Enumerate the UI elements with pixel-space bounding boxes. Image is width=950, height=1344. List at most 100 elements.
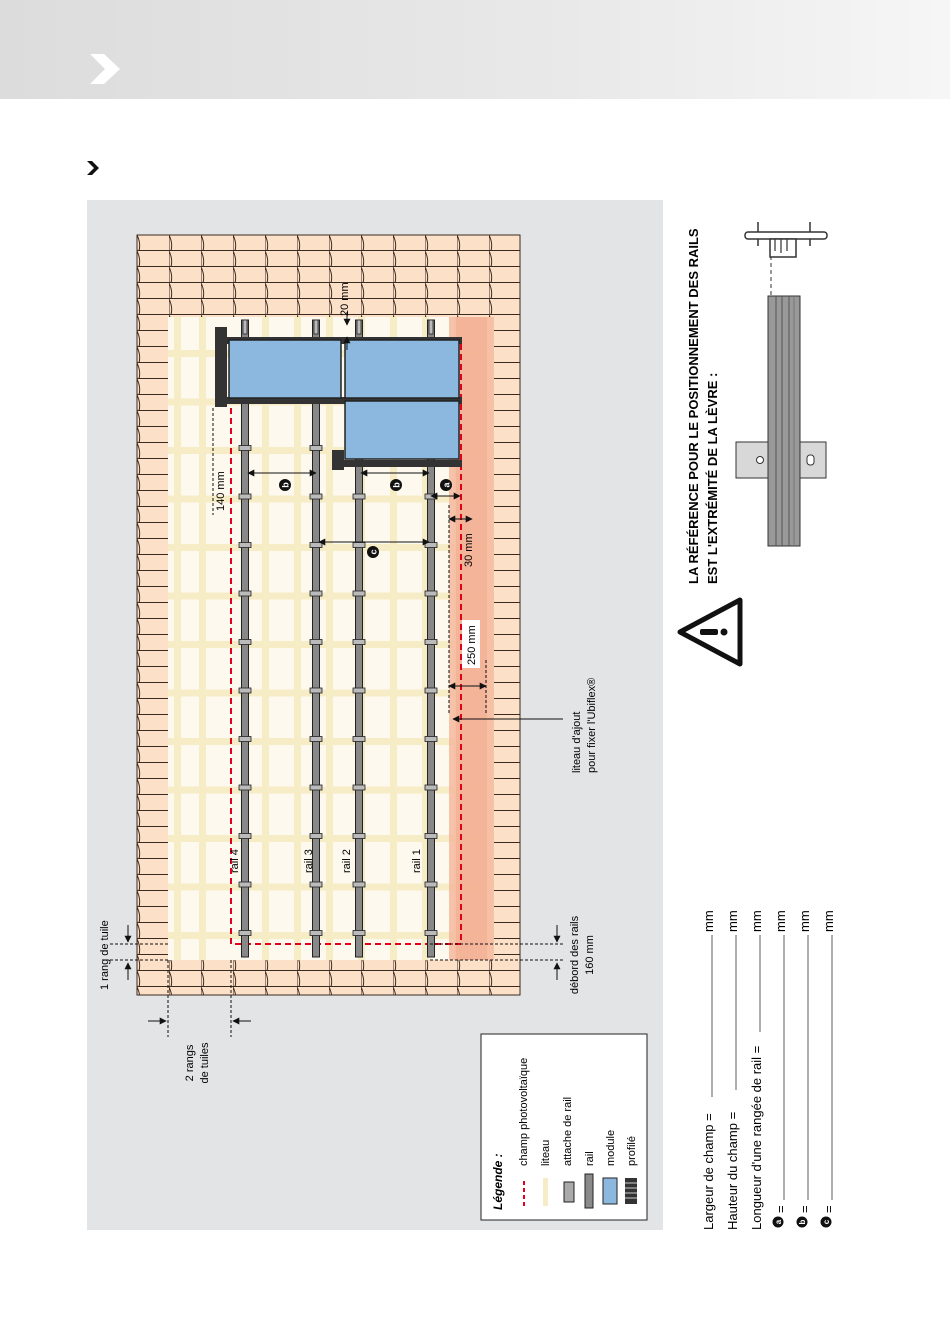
legend-item-profile: profilé — [626, 1136, 638, 1166]
rail-attachment — [238, 542, 252, 548]
chevron-right-icon — [87, 161, 99, 175]
batten — [294, 317, 301, 960]
rail-attachment — [424, 736, 438, 742]
rail-attachment — [309, 639, 323, 645]
rail-attachment — [424, 784, 438, 791]
marker-b — [390, 479, 402, 491]
batten — [168, 544, 494, 551]
rail-attachment — [238, 930, 252, 936]
rail-attachment — [238, 881, 252, 888]
form-unit: mm — [701, 910, 716, 932]
legend-swatch-module — [602, 1177, 618, 1205]
pv-module — [344, 400, 460, 460]
warning-line-2: EST L'EXTRÉMITÉ DE LA LÈVRE : — [705, 373, 720, 584]
marker-b-label: b — [392, 482, 402, 488]
batten — [390, 317, 397, 960]
profile-bar — [332, 450, 344, 470]
rail-4-label: rail 4 — [229, 849, 241, 873]
batten — [168, 592, 494, 600]
form-c-equals: = — [821, 1205, 836, 1213]
batten — [199, 317, 206, 960]
form-bullet-a-label: a — [774, 1219, 783, 1224]
extra-batten-label: pour fixer l'Ubiflex® — [586, 678, 598, 773]
legend-swatch-profile — [625, 1178, 637, 1204]
dimension-label-bg — [462, 620, 480, 668]
form-rail-row-label: Longueur d'une rangée de rail = — [749, 1046, 764, 1230]
warning-triangle-icon — [677, 597, 743, 667]
rail-attachment — [238, 493, 252, 500]
pv-field-outline — [230, 338, 462, 945]
rail-attachment — [352, 493, 366, 500]
form-unit: mm — [821, 910, 836, 932]
legend-item-batten: liteau — [540, 1140, 552, 1166]
rail-attachment — [352, 590, 366, 597]
marker-b — [279, 479, 291, 491]
profile-bar — [332, 460, 462, 467]
form-a-equals: = — [773, 1205, 788, 1213]
batten — [326, 317, 333, 960]
rail-attachment — [352, 639, 366, 645]
legend-swatch-attachment — [563, 1181, 575, 1203]
pv-module — [228, 339, 342, 399]
form-field-height-label: Hauteur du champ = — [725, 1112, 740, 1230]
rail-attachment — [309, 590, 323, 597]
dim-250-label: 250 mm — [466, 625, 478, 665]
marker-c-label: c — [369, 549, 379, 554]
rail-attachment — [238, 639, 252, 645]
rail-attachment — [352, 542, 366, 548]
profile-bar — [215, 327, 227, 407]
rail-attachment — [352, 736, 366, 742]
rail-attachment — [238, 784, 252, 791]
rail — [241, 319, 249, 958]
batten — [422, 317, 429, 960]
rail-attachment — [309, 542, 323, 548]
form-bullet-b-label: b — [798, 1219, 807, 1224]
form-bullet-b — [796, 1216, 808, 1228]
rail-attachment — [309, 930, 323, 936]
rail-attachment — [352, 784, 366, 791]
chevron-right-icon — [90, 54, 120, 84]
form-bullet-c — [820, 1216, 832, 1228]
rail-attachment — [309, 736, 323, 742]
profile-bar — [215, 397, 462, 404]
rail-attachment — [309, 687, 323, 694]
batten — [174, 317, 181, 960]
dim-30-label: 30 mm — [463, 533, 475, 567]
rail-attachment — [238, 736, 252, 742]
form-field-width-label: Largeur de champ = — [701, 1113, 716, 1230]
dim-20-label: 20 mm — [339, 282, 351, 316]
header-band — [0, 0, 950, 99]
rail-2-label: rail 2 — [341, 849, 353, 873]
rail-attachment — [242, 319, 248, 335]
rail-attachment — [424, 542, 438, 548]
rail-attachment — [424, 687, 438, 694]
rail-attachment — [238, 590, 252, 597]
legend-item-module: module — [605, 1130, 617, 1166]
batten — [168, 738, 494, 745]
tile-rows-label: 2 rangs — [184, 1044, 196, 1081]
batten — [168, 932, 494, 939]
extra-batten-label: liteau d'ajout — [571, 712, 583, 773]
form-unit: mm — [773, 910, 788, 932]
overhang-label: 160 mm — [584, 935, 596, 975]
batten — [168, 883, 494, 891]
warning-line-1: LA RÉFÉRENCE POUR LE POSITIONNEMENT DES … — [686, 228, 701, 584]
tile-rows-label: de tuiles — [199, 1042, 211, 1083]
form-unit: mm — [749, 910, 764, 932]
rail-attachment — [424, 833, 438, 839]
batten — [168, 447, 494, 454]
rail-attachment — [238, 687, 252, 694]
rail-attachment — [309, 833, 323, 839]
batten — [168, 835, 494, 842]
rail-attachment — [309, 881, 323, 888]
overhang-label: débord des rails — [569, 915, 581, 994]
rail-attachment — [238, 445, 252, 451]
rail-attachment — [428, 319, 434, 335]
rail-3-label: rail 3 — [303, 849, 315, 873]
batten — [168, 786, 494, 794]
marker-a — [440, 479, 452, 491]
tile-row-label: 1 rang de tuile — [99, 920, 111, 990]
legend-item-attachment: attache de rail — [562, 1097, 574, 1166]
rail-attachment — [313, 319, 319, 335]
